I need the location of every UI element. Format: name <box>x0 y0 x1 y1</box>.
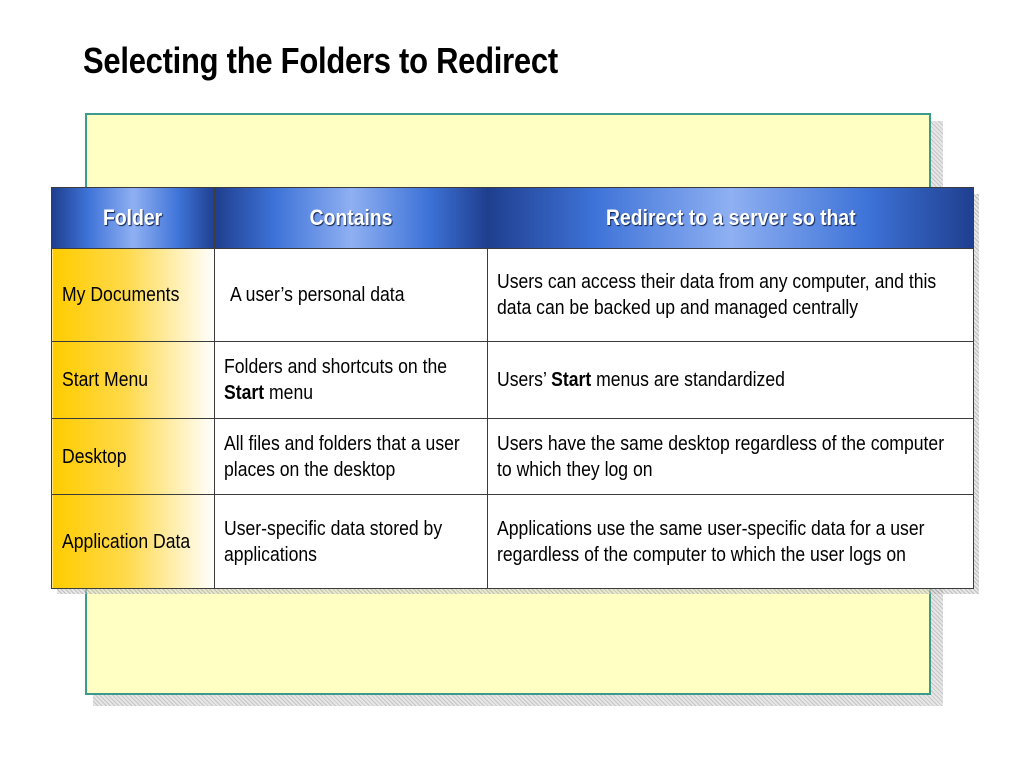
header-redirect: Redirect to a server so that <box>487 187 974 249</box>
redirect-cell: Users can access their data from any com… <box>487 248 974 342</box>
folder-cell: Application Data <box>51 494 215 589</box>
contains-cell: A user’s personal data <box>214 248 488 342</box>
redirect-cell: Users have the same desktop regardless o… <box>487 418 974 495</box>
header-folder: Folder <box>51 187 215 249</box>
table-header-row: Folder Contains Redirect to a server so … <box>51 187 974 249</box>
redirect-cell: Users’ Start menus are standardized <box>487 341 974 419</box>
folder-cell: Desktop <box>51 418 215 495</box>
contains-cell: Folders and shortcuts on the Start menu <box>214 341 488 419</box>
contains-cell: All files and folders that a user places… <box>214 418 488 495</box>
table-row: Start Menu Folders and shortcuts on the … <box>51 341 974 419</box>
slide-title: Selecting the Folders to Redirect <box>83 40 558 81</box>
table-row: Desktop All files and folders that a use… <box>51 418 974 495</box>
header-contains: Contains <box>214 187 488 249</box>
start-bold: Start <box>551 369 592 391</box>
folder-cell: My Documents <box>51 248 215 342</box>
folder-cell: Start Menu <box>51 341 215 419</box>
contains-cell: User-specific data stored by application… <box>214 494 488 589</box>
table-row: My Documents A user’s personal data User… <box>51 248 974 342</box>
start-bold: Start <box>224 382 265 404</box>
folder-redirection-table: Folder Contains Redirect to a server so … <box>51 187 974 589</box>
redirect-cell: Applications use the same user-specific … <box>487 494 974 589</box>
table-row: Application Data User-specific data stor… <box>51 494 974 589</box>
